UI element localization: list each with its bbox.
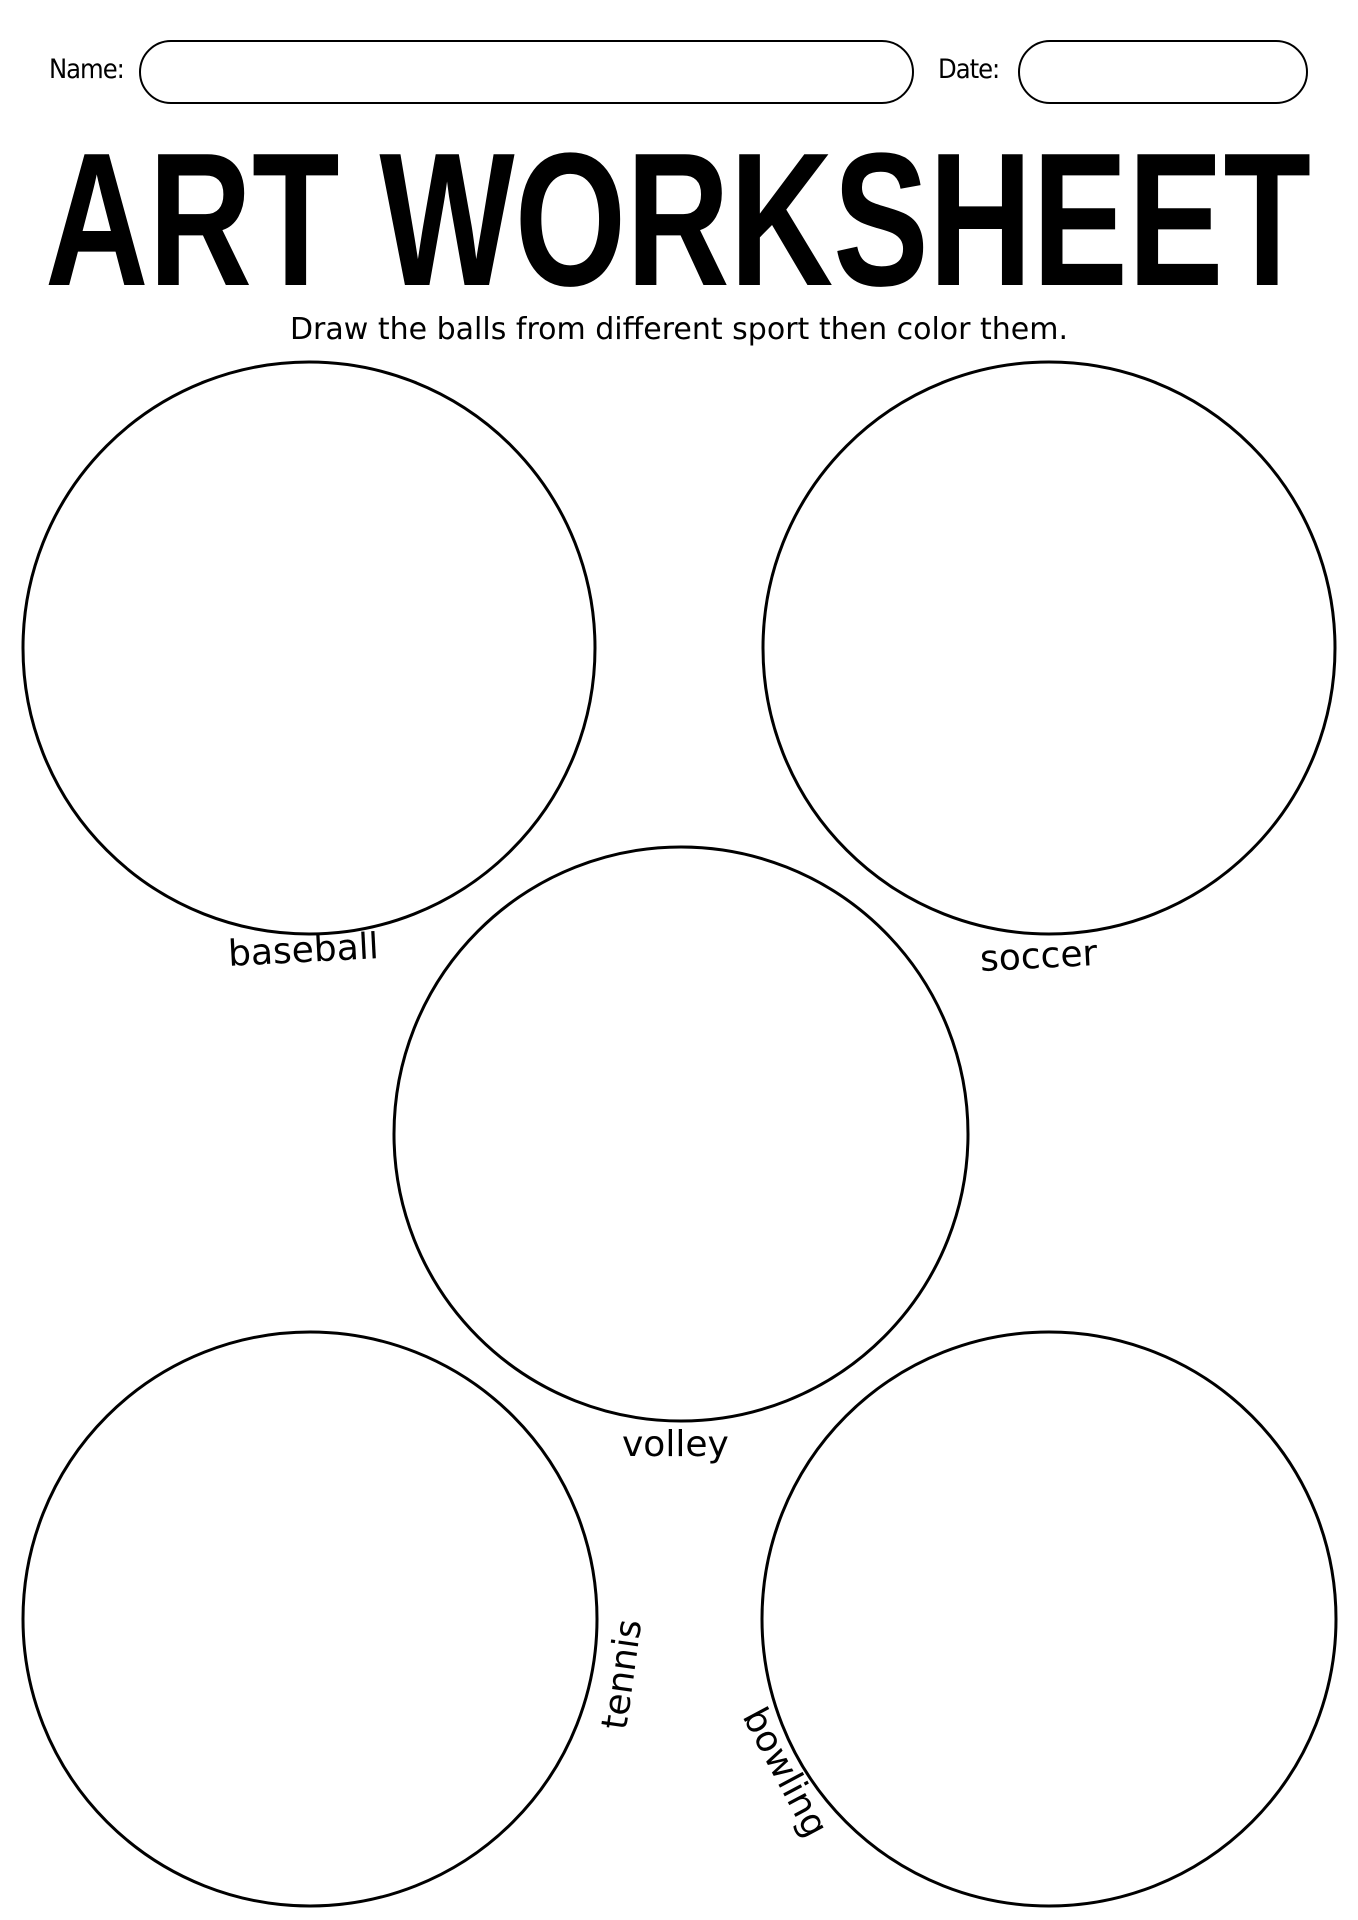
page-title-text: ART WORKSHEET [45,130,1311,300]
page-title: ART WORKSHEET [45,130,1311,300]
bowling-circle[interactable] [760,1330,1338,1908]
baseball-circle[interactable] [21,360,597,936]
date-field[interactable] [1018,40,1308,104]
date-label: Date: [938,54,1000,85]
tennis-circle[interactable] [21,1330,599,1908]
volley-label: volley [622,1424,729,1465]
baseball-label: baseball [227,926,380,975]
instruction-text: Draw the balls from different sport then… [289,312,1069,347]
name-field[interactable] [139,40,914,104]
volley-circle[interactable] [392,845,970,1423]
soccer-circle[interactable] [761,360,1337,936]
name-label: Name: [49,54,125,85]
soccer-label: soccer [979,932,1099,981]
